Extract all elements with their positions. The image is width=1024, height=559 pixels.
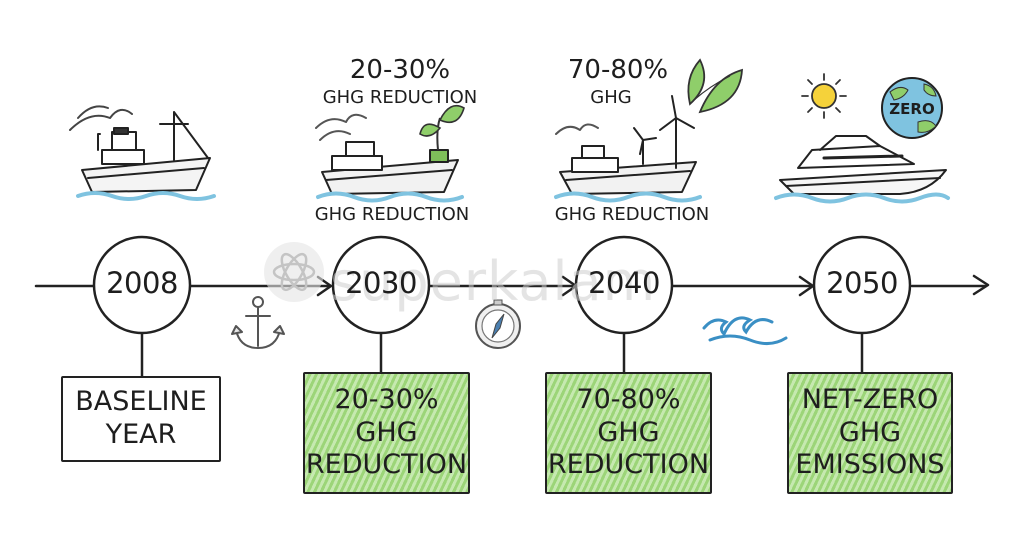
caption-2040: GHG REDUCTION bbox=[554, 204, 710, 225]
globe-icon bbox=[881, 77, 943, 139]
wave-icon bbox=[702, 316, 788, 345]
sun-icon bbox=[801, 73, 847, 119]
top-label-2030-line2: GHG REDUCTION bbox=[322, 87, 478, 108]
water-icon-2 bbox=[316, 191, 464, 203]
box-line: GHG bbox=[355, 416, 418, 448]
globe-label: ZERO bbox=[889, 100, 935, 118]
anchor-icon bbox=[231, 296, 285, 349]
ship-with-wind-turbine-icon bbox=[555, 95, 697, 195]
yacht-icon bbox=[779, 135, 947, 195]
arrow-head-end bbox=[972, 274, 990, 296]
water-icon-4 bbox=[774, 192, 950, 204]
box-line: GHG bbox=[597, 416, 660, 448]
box-line: REDUCTION bbox=[547, 449, 710, 481]
milestone-box-2050: NET-ZERO GHG EMISSIONS bbox=[787, 372, 953, 494]
box-line: REDUCTION bbox=[305, 449, 468, 481]
box-line: 70-80% bbox=[576, 383, 681, 415]
box-line: GHG bbox=[838, 416, 902, 448]
box-line: YEAR bbox=[105, 419, 177, 450]
leaf-icon-2 bbox=[687, 58, 743, 114]
top-label-2040-line1: 70-80% bbox=[567, 55, 669, 85]
connector-lines bbox=[140, 333, 864, 376]
water-icon-1 bbox=[76, 191, 216, 201]
steamship-icon bbox=[69, 105, 211, 193]
leaf-icon bbox=[419, 104, 465, 151]
milestone-box-2030: 20-30% GHG REDUCTION bbox=[303, 372, 470, 494]
year-label-2050: 2050 bbox=[826, 266, 898, 300]
milestone-box-2008: BASELINE YEAR bbox=[61, 376, 221, 462]
atom-logo-icon bbox=[264, 242, 324, 302]
year-label-2040: 2040 bbox=[588, 266, 660, 300]
box-line: EMISSIONS bbox=[795, 449, 945, 481]
water-icon-3 bbox=[554, 191, 702, 203]
top-label-2030-line1: 20-30% bbox=[349, 55, 451, 85]
box-line: BASELINE bbox=[75, 386, 207, 418]
watermark-text: superkalam bbox=[330, 250, 657, 313]
milestone-box-2040: 70-80% GHG REDUCTION bbox=[545, 372, 712, 494]
year-label-2030: 2030 bbox=[345, 266, 417, 300]
top-label-2040-line2: GHG bbox=[590, 87, 632, 108]
box-line: 20-30% bbox=[334, 383, 439, 415]
caption-2030: GHG REDUCTION bbox=[314, 204, 470, 225]
ship-with-plant-icon bbox=[315, 113, 459, 195]
year-label-2008: 2008 bbox=[106, 266, 178, 300]
compass-icon bbox=[475, 299, 521, 349]
box-line: NET-ZERO bbox=[801, 383, 939, 415]
